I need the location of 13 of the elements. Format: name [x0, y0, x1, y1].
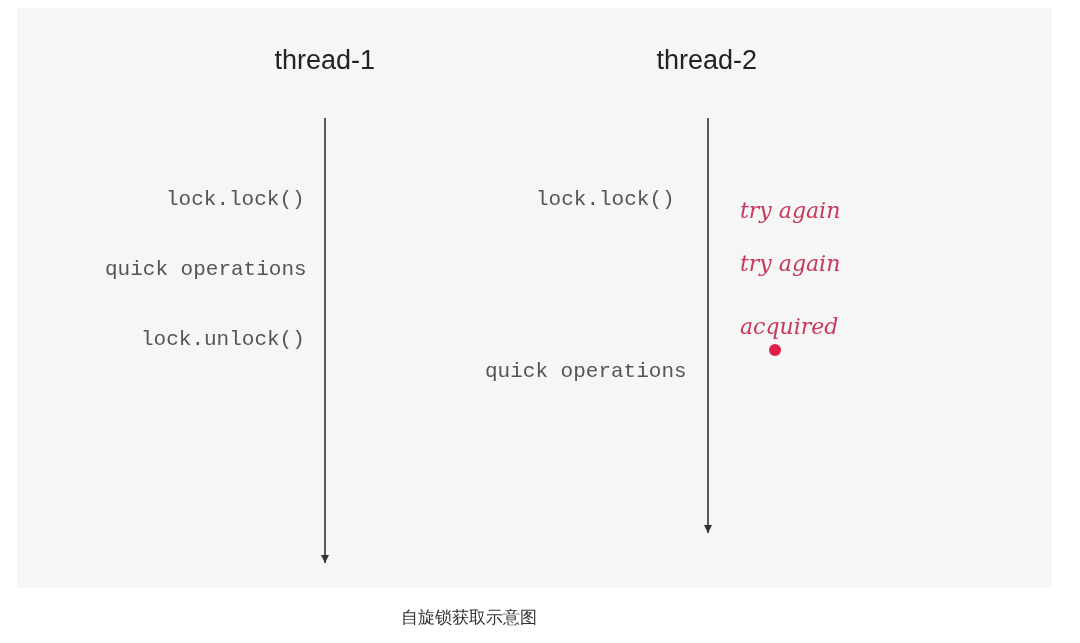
figure-caption: 自旋锁获取示意图 [401, 607, 537, 629]
thread-title: thread-2 [656, 44, 758, 76]
handwritten-note: acquired [740, 314, 839, 340]
handwritten-note: try again [740, 251, 841, 277]
code-text: lock.lock() [536, 188, 675, 212]
code-text: lock.lock() [166, 188, 305, 212]
code-text: quick operations [485, 360, 687, 384]
handwritten-note: try again [740, 198, 841, 224]
timeline-arrow [704, 117, 712, 534]
code-text: lock.unlock() [141, 328, 305, 352]
code-text: quick operations [105, 258, 307, 282]
timeline-arrow [321, 117, 329, 564]
thread-title: thread-1 [274, 44, 376, 76]
